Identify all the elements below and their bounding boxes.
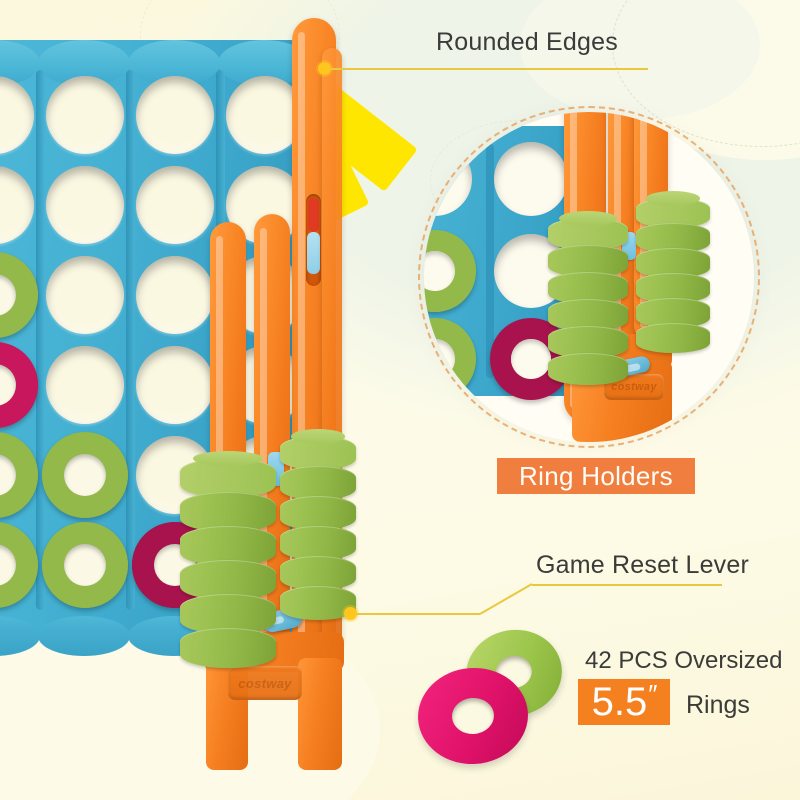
board-hole xyxy=(136,346,214,424)
spec-quantity-label: 42 PCS Oversized xyxy=(585,647,783,674)
board-ring-green xyxy=(42,522,128,608)
callout-underline-rounded-edges xyxy=(430,68,648,70)
board-ring-green xyxy=(0,432,38,518)
loose-ring-magenta xyxy=(414,664,532,768)
board-ring-green xyxy=(0,522,38,608)
ring-stack-back xyxy=(280,429,356,626)
lever-track xyxy=(306,194,321,286)
callout-line-game-reset-lever xyxy=(356,613,480,615)
board-hole xyxy=(46,76,124,154)
inset-ring-stack-front xyxy=(548,211,628,385)
callout-dot-rounded-edges xyxy=(318,62,331,75)
callout-label-game-reset-lever: Game Reset Lever xyxy=(536,551,750,579)
board-ring-green xyxy=(42,432,128,518)
product-photo-main: costway xyxy=(0,18,374,770)
board-hole xyxy=(0,76,34,154)
ring-holders-banner: Ring Holders xyxy=(497,458,695,494)
spec-size-unit: ″ xyxy=(648,679,658,709)
board-column-divider xyxy=(126,70,135,610)
ring-holders-zoom-inset: costway xyxy=(424,112,754,442)
spec-rings-label: Rings xyxy=(686,691,750,719)
inset-board-ring-green xyxy=(424,318,476,400)
brand-logo-plate: costway xyxy=(228,666,302,700)
board-hole xyxy=(136,256,214,334)
inset-ring-stack-back xyxy=(636,191,710,353)
board-hole xyxy=(226,76,304,154)
callout-label-rounded-edges: Rounded Edges xyxy=(436,28,618,56)
inset-board-ring-magenta xyxy=(490,318,572,400)
board-hole xyxy=(0,166,34,244)
inset-board-ring-green xyxy=(424,230,476,312)
board-ring-magenta xyxy=(0,342,38,428)
ring-stack-front xyxy=(180,451,276,668)
spec-size-badge: 5.5″ xyxy=(578,679,670,725)
board-hole xyxy=(46,256,124,334)
callout-dot-game-reset-lever xyxy=(344,607,357,620)
inset-board-hole xyxy=(424,142,472,216)
inset-column-divider xyxy=(486,144,494,378)
callout-underline-game-reset-lever xyxy=(532,584,722,586)
board-ring-green xyxy=(0,252,38,338)
board-hole xyxy=(46,166,124,244)
board-column-divider xyxy=(36,70,45,610)
board-hole xyxy=(136,76,214,154)
board-hole xyxy=(136,166,214,244)
lever-indicator-red xyxy=(308,198,319,232)
base-leg-right xyxy=(298,658,342,770)
lever-handle-blue[interactable] xyxy=(307,232,320,274)
spec-size-value: 5.5 xyxy=(591,679,648,724)
inset-board-hole xyxy=(494,142,568,216)
board-hole xyxy=(46,346,124,424)
